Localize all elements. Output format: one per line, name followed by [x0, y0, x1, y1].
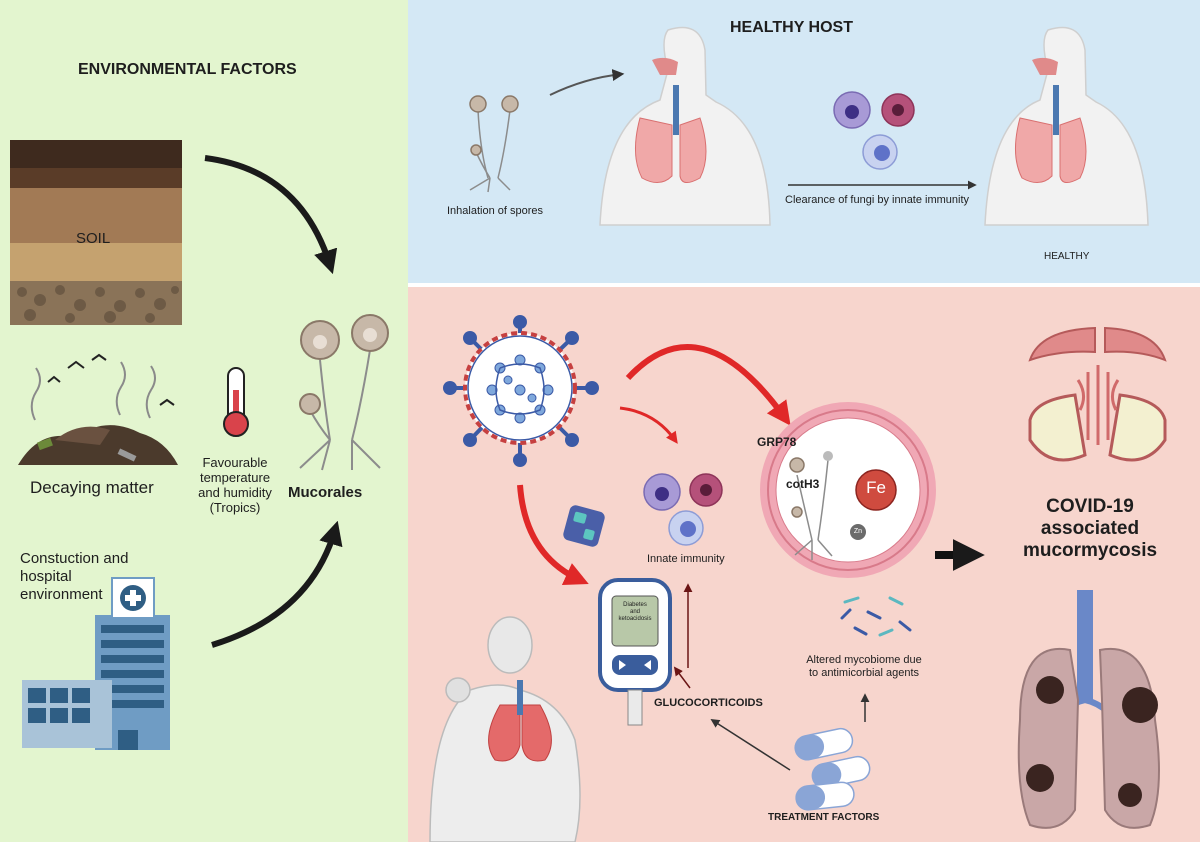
panel-divider — [408, 283, 1200, 287]
immune-cells-cam — [643, 473, 723, 546]
paranasal-sinuses-illustration — [1028, 326, 1167, 462]
arrow-glucocorticoids-to-diabetes — [673, 666, 691, 689]
decaying-matter-label: Decaying matter — [30, 478, 154, 497]
healthy-host-title: HEALTHY HOST — [730, 19, 853, 36]
glucometer-device — [598, 578, 672, 726]
mycobiome-label: Altered mycobiome due to antimicorbial a… — [806, 654, 922, 679]
healthy-label: HEALTHY — [1044, 251, 1090, 262]
zinc-label: Zn — [853, 528, 863, 535]
soil-illustration — [10, 140, 182, 325]
temperature-label: Favourable temperature and humidity (Tro… — [198, 455, 272, 515]
infected-lungs-illustration — [1017, 590, 1160, 829]
arrow-virus-to-diabetes — [517, 484, 589, 585]
decaying-matter-illustration — [18, 353, 178, 465]
mucorales-fungus-illustration — [299, 314, 389, 471]
host-torso-1 — [599, 26, 771, 226]
construction-label: Constuction and hospital environment — [20, 550, 129, 603]
immune-cells-healthy — [833, 91, 915, 170]
cam-result-label: COVID-19 associated mucormycosis — [1022, 496, 1158, 561]
glucometer-screen-text: Diabetes and ketoacidosis — [618, 602, 652, 622]
hospital-illustration — [22, 577, 170, 750]
clearance-label: Clearance of fungi by innate immunity — [785, 194, 970, 206]
arrow-environment-to-mucorales-bottom — [211, 520, 343, 648]
pills-illustration — [794, 727, 871, 811]
thermometer-icon — [223, 367, 249, 437]
soil-label: SOIL — [76, 230, 111, 247]
innate-immunity-label: Innate immunity — [647, 553, 725, 565]
glucocorticoids-label: GLUCOCORTICOIDS — [654, 697, 763, 709]
arrow-virus-to-endothelium — [625, 343, 791, 426]
sars-cov-2-virus-illustration — [443, 315, 599, 467]
endothelium-ring-illustration — [760, 402, 936, 578]
arrow-environment-to-mucorales-top — [204, 155, 338, 275]
environmental-factors-title: ENVIRONMENTAL FACTORS — [78, 61, 297, 78]
arrow-treatment-to-glucocorticoids — [710, 719, 791, 771]
treatment-factors-label: TREATMENT FACTORS — [768, 812, 880, 823]
grp78-label: GRP78 — [757, 435, 797, 449]
altered-mycobiome-microbes — [840, 596, 912, 637]
spores-illustration — [469, 95, 519, 193]
drug-molecule-icon — [563, 505, 605, 547]
coughing-patient-illustration — [429, 616, 581, 842]
inhalation-label: Inhalation of spores — [447, 205, 544, 217]
arrow-virus-to-immunity — [619, 406, 678, 444]
coth3-label: cotH3 — [786, 477, 820, 491]
host-torso-2 — [984, 26, 1149, 226]
mucorales-label: Mucorales — [288, 484, 363, 501]
arrow-inhalation — [549, 69, 625, 96]
iron-label: Fe — [866, 478, 886, 497]
